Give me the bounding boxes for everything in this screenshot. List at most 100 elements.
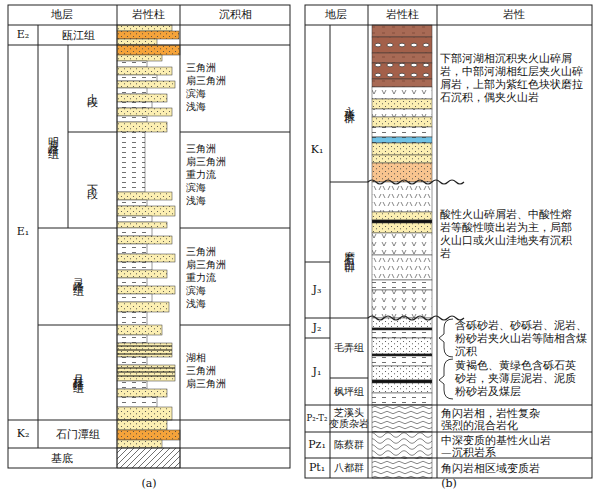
rock-layer: [372, 338, 432, 354]
rock-layer: [117, 67, 172, 75]
header: 岩性: [503, 8, 525, 21]
rock-layer: [117, 254, 175, 262]
rock-layer: [372, 330, 432, 338]
rock-layer: [372, 163, 432, 182]
facies-term: 重力流: [186, 169, 216, 181]
table-rule: [8, 5, 290, 468]
rock-layer: [117, 55, 162, 61]
member-name: 下段: [86, 176, 99, 184]
rock-layer: [117, 244, 147, 254]
unconformity-line: [368, 180, 464, 184]
table-rule: [305, 25, 592, 26]
rock-layer: [372, 393, 432, 405]
rock-layer: [372, 79, 432, 87]
rock-layer: [372, 99, 432, 109]
facies-term: 滨海: [186, 88, 206, 100]
rock-layer: [372, 366, 432, 380]
rock-layer: [117, 294, 152, 302]
rock-layer: [117, 430, 180, 440]
rock-layer: [372, 109, 432, 117]
table-rule: [180, 325, 290, 326]
formation-name: 明月峰组: [47, 129, 60, 145]
rock-layer: [372, 137, 432, 143]
age-code: E₁: [17, 225, 29, 238]
rock-layer: [372, 405, 432, 432]
facies-term: 湖相: [186, 352, 206, 364]
rock-layer: [117, 228, 152, 236]
lithology-note: 角闪岩相区域变质岩: [441, 462, 591, 474]
table-rule: [180, 5, 181, 468]
coal-seam: [117, 376, 175, 377]
rock-layer: [372, 328, 432, 330]
header: 沉积相: [219, 8, 252, 21]
formation-name: 陈蔡群: [334, 439, 364, 451]
table-rule: [68, 132, 117, 133]
facies-term: 扇三角洲: [186, 259, 226, 271]
facies-term: 浅海: [186, 195, 206, 207]
formation-name: 毛弄组: [334, 342, 364, 354]
rock-layer: [117, 88, 147, 94]
facies-term: 三角洲: [186, 62, 216, 74]
coal-seam: [117, 368, 175, 369]
header: 地层: [325, 8, 347, 21]
rock-layer: [117, 236, 172, 244]
formation-name: 芝溪头 变质杂岩: [327, 407, 371, 429]
rock-layer: [372, 53, 432, 63]
facies-term: 浅海: [186, 101, 206, 113]
age-code: J₁: [313, 365, 322, 378]
rock-layer: [117, 302, 169, 312]
rock-layer: [372, 127, 432, 137]
rock-layer: [372, 432, 432, 458]
lithology-note: 中深变质的基性火山岩—沉积岩系: [441, 434, 559, 458]
age-code: Pz₁: [308, 438, 326, 451]
lithology-note: 含砾砂岩、砂砾岩、泥岩、粉砂岩夹火山岩等陆相含煤沉积: [455, 319, 591, 358]
rock-layer: [117, 420, 167, 430]
rock-layer: [117, 407, 172, 420]
formation-name: 磨石山群: [343, 242, 356, 258]
lithology-note: 角闪岩相，岩性复杂强烈的混合岩化: [441, 407, 541, 431]
brace-bracket: [439, 319, 453, 399]
facies-term: 扇三角洲: [186, 75, 226, 87]
rock-layer: [372, 25, 432, 37]
rock-layer: [372, 155, 432, 163]
rock-layer: [117, 357, 147, 365]
table-rule: [68, 45, 69, 228]
formation-name: 瓯江组: [62, 29, 95, 42]
rock-layer: [117, 25, 172, 31]
table-rule: [305, 318, 368, 319]
table-rule: [8, 25, 290, 26]
facies-term: 三角洲: [186, 246, 216, 258]
table-rule: [117, 5, 118, 468]
brace-bracket: [439, 319, 453, 357]
rock-layer: [117, 200, 147, 206]
rock-layer: [372, 117, 432, 127]
rock-layer: [117, 206, 175, 216]
rock-layer: [117, 31, 179, 39]
rock-layer: [117, 132, 145, 192]
formation-name: 灵峰组: [72, 270, 85, 282]
table-rule: [38, 325, 117, 326]
rock-layer: [117, 108, 172, 116]
rock-layer: [372, 143, 432, 155]
age-code: J₂: [313, 321, 322, 334]
panel-tag: (b): [441, 477, 457, 490]
rock-layer: [372, 87, 432, 99]
table-rule: [8, 448, 290, 449]
rock-layer: [117, 278, 147, 286]
rock-layer: [117, 222, 167, 228]
rock-layer: [117, 389, 167, 397]
formation-name: 月桂峰组: [72, 366, 85, 378]
table-rule: [330, 25, 331, 478]
rock-layer: [117, 262, 152, 270]
facies-term: 三角洲: [186, 143, 216, 155]
rock-layer: [372, 63, 432, 79]
formation-name: 石门潭组: [56, 428, 100, 441]
table-rule: [330, 182, 368, 183]
table-rule: [38, 25, 39, 448]
rock-layer: [372, 220, 432, 223]
table-rule: [330, 378, 368, 379]
rock-layer: [372, 280, 432, 290]
rock-layer: [372, 354, 432, 356]
table-rule: [437, 5, 438, 478]
